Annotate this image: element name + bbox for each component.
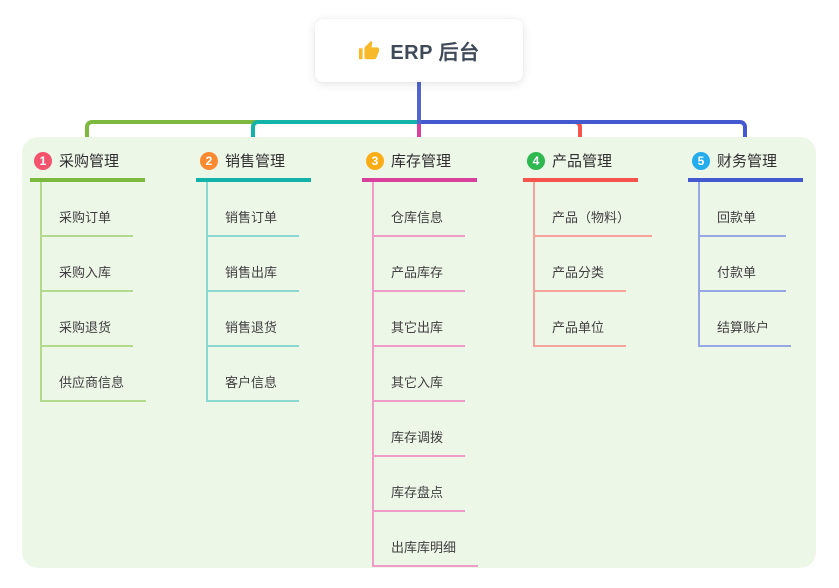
branch-children: 采购订单采购入库采购退货供应商信息: [40, 182, 147, 402]
branch-children: 仓库信息产品库存其它出库其它入库库存调拨库存盘点出库库明细: [372, 182, 479, 567]
mindmap-node[interactable]: 产品分类: [535, 237, 627, 292]
branch-title-5[interactable]: 5 财务管理: [688, 147, 803, 182]
branch-number-badge: 2: [200, 151, 218, 170]
root-node-label: ERP 后台: [390, 42, 480, 64]
branch-title-label: 库存管理: [391, 153, 452, 170]
branch-3: 3 库存管理仓库信息产品库存其它出库其它入库库存调拨库存盘点出库库明细: [362, 147, 479, 567]
mindmap-node[interactable]: 采购订单: [42, 182, 134, 237]
branch-children: 回款单付款单结算账户: [698, 182, 792, 347]
branch-title-label: 财务管理: [717, 153, 778, 170]
mindmap-node[interactable]: 销售出库: [208, 237, 300, 292]
branch-number-badge: 5: [692, 151, 710, 170]
branch-2: 2 销售管理销售订单销售出库销售退货客户信息: [196, 147, 311, 402]
branch-title-4[interactable]: 4 产品管理: [523, 147, 638, 182]
mindmap-node[interactable]: 客户信息: [208, 347, 300, 402]
connector-trunk: [417, 81, 421, 124]
mindmap-panel: 1 采购管理采购订单采购入库采购退货供应商信息 2 销售管理销售订单销售出库销售退货客…: [22, 137, 816, 568]
branch-title-label: 销售管理: [225, 153, 286, 170]
branch-number-badge: 4: [527, 151, 545, 170]
mindmap-node[interactable]: 库存调拨: [374, 402, 466, 457]
mindmap-node[interactable]: 采购退货: [42, 292, 134, 347]
mindmap-node[interactable]: 出库库明细: [374, 512, 479, 567]
branch-title-1[interactable]: 1 采购管理: [30, 147, 145, 182]
mindmap-node[interactable]: 其它出库: [374, 292, 466, 347]
mindmap-node[interactable]: 仓库信息: [374, 182, 466, 237]
thumbs-up-icon: [358, 40, 380, 62]
root-node-erp[interactable]: ERP 后台: [315, 19, 523, 82]
mindmap-node[interactable]: 其它入库: [374, 347, 466, 402]
mindmap-node[interactable]: 产品单位: [535, 292, 627, 347]
mindmap-node[interactable]: 付款单: [700, 237, 786, 292]
branch-title-label: 采购管理: [59, 153, 120, 170]
branch-children: 销售订单销售出库销售退货客户信息: [206, 182, 300, 402]
mindmap-node[interactable]: 回款单: [700, 182, 786, 237]
branch-number-badge: 1: [34, 151, 52, 170]
branch-4: 4 产品管理产品（物料）产品分类产品单位: [523, 147, 653, 347]
mindmap-node[interactable]: 产品库存: [374, 237, 466, 292]
mindmap-node[interactable]: 库存盘点: [374, 457, 466, 512]
mindmap-node[interactable]: 销售退货: [208, 292, 300, 347]
mindmap-node[interactable]: 结算账户: [700, 292, 792, 347]
mindmap-node[interactable]: 销售订单: [208, 182, 300, 237]
branch-5: 5 财务管理回款单付款单结算账户: [688, 147, 803, 347]
branch-title-3[interactable]: 3 库存管理: [362, 147, 477, 182]
mindmap-node[interactable]: 供应商信息: [42, 347, 147, 402]
branch-1: 1 采购管理采购订单采购入库采购退货供应商信息: [30, 147, 147, 402]
branch-number-badge: 3: [366, 151, 384, 170]
branch-children: 产品（物料）产品分类产品单位: [533, 182, 653, 347]
mindmap-node[interactable]: 采购入库: [42, 237, 134, 292]
mindmap-node[interactable]: 产品（物料）: [535, 182, 653, 237]
branch-title-2[interactable]: 2 销售管理: [196, 147, 311, 182]
branch-title-label: 产品管理: [552, 153, 613, 170]
